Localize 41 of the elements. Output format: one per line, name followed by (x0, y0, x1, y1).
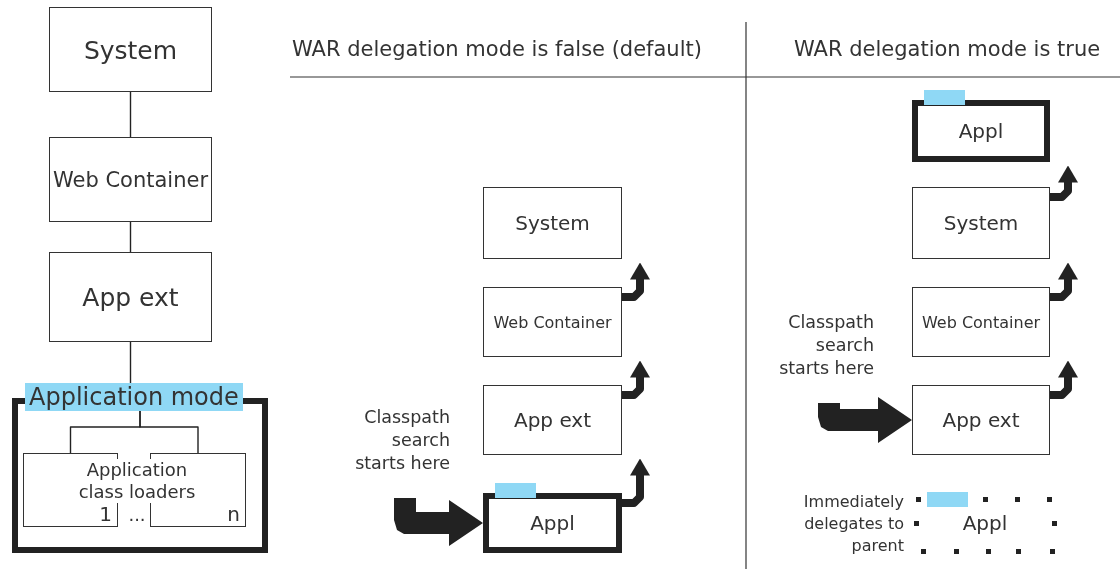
annotation-text: Classpath search starts here (354, 406, 450, 475)
process-box (483, 385, 622, 455)
process-box (49, 137, 212, 222)
annotation-text: Classpath search starts here (778, 311, 874, 380)
frame-heading: Application mode (25, 383, 243, 411)
delegation-arrow (1050, 262, 1078, 301)
delegation-arrow (622, 262, 650, 301)
delegation-arrow (1050, 165, 1078, 201)
box-label: System (514, 211, 591, 235)
process-box (49, 252, 212, 342)
process-box (912, 287, 1050, 357)
box-label: Appl (529, 511, 576, 535)
ellipsis-text: ... (127, 504, 147, 526)
box-label: App ext (512, 408, 593, 432)
delegation-arrow (394, 498, 483, 546)
delegation-arrow (622, 458, 650, 507)
box-label: Web Container (920, 312, 1042, 332)
box-label: App ext (81, 282, 180, 312)
connector-line (129, 341, 132, 384)
box-label: Web Container (492, 312, 613, 332)
connector-line (129, 221, 132, 253)
box-label: 1 (99, 502, 112, 526)
panel-title: WAR delegation mode is false (default) (292, 38, 702, 60)
process-box (912, 187, 1050, 259)
connector-line (139, 409, 199, 454)
box-label: Appl (957, 119, 1005, 143)
process-box (49, 7, 212, 92)
delegation-arrow (622, 360, 650, 399)
box-label: App ext (941, 408, 1021, 432)
box-label: System (942, 211, 1020, 235)
box-label: n (227, 502, 240, 526)
process-box (912, 385, 1050, 455)
delegation-arrow (1050, 360, 1078, 399)
process-box (483, 287, 622, 357)
box-label: Web Container (51, 167, 210, 192)
connector-line (129, 91, 132, 138)
legend-text: Immediately delegates to parent (802, 491, 904, 557)
delegation-arrow (818, 397, 912, 443)
process-box (483, 187, 622, 259)
panel-title: WAR delegation mode is true (794, 38, 1101, 60)
box-label: System (82, 35, 179, 64)
